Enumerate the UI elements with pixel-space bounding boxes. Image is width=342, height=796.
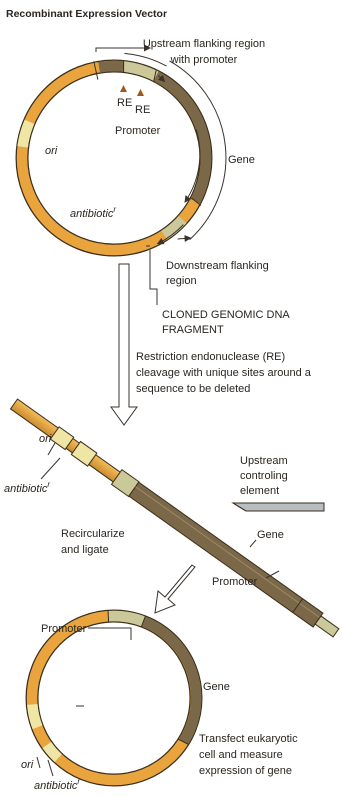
final-antibiotic-label: antibioticr [34,777,80,792]
downstream-segment [164,220,182,236]
cleavage-step-label: Restriction endonuclease (RE)cleavage wi… [136,351,312,395]
linear-antibiotic-label: antibioticr [4,480,50,495]
final-promoter-label: Promoter [41,623,87,635]
final-gene-label: Gene [203,681,230,693]
final-plasmid [32,610,196,780]
ori-box [23,122,30,147]
antibiotic-label: antibioticr [70,205,116,220]
re-label-left: RE [117,97,132,109]
linear-vector [9,397,341,640]
final-promoter-segment [108,616,143,621]
re-marker-right [137,89,144,96]
upstream-element-bar [233,503,324,511]
linear-gene-label: Gene [257,529,284,541]
figure-title: Recombinant Expression Vector [6,8,167,20]
promoter-label: Promoter [115,125,161,137]
final-ori-label: ori [21,759,34,771]
recircularize-arrow [155,565,195,613]
gene-label: Gene [228,154,255,166]
re-marker-left [120,85,127,92]
final-ori-box [32,704,37,727]
ori-label: ori [45,145,58,157]
linear-promoter-label: Promoter [212,576,258,588]
linear-ori-label: ori [39,433,52,445]
re-label-right: RE [135,104,150,116]
cleavage-arrow [111,264,137,425]
